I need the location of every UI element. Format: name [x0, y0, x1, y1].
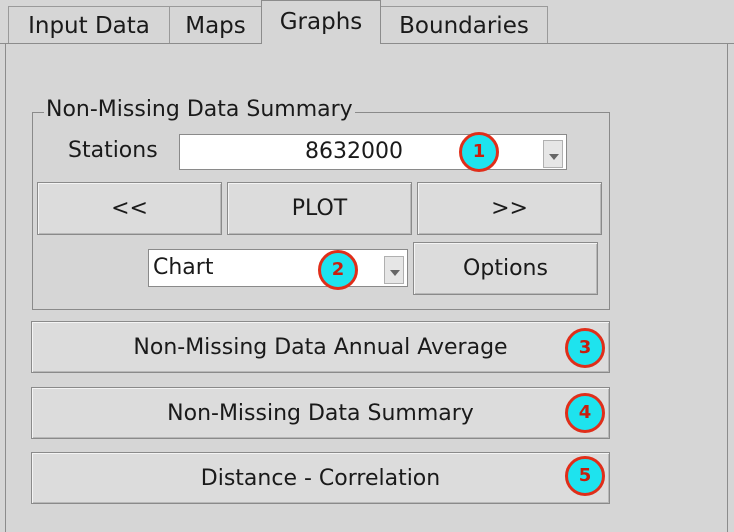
stations-value: 8632000	[305, 139, 403, 164]
tab-maps[interactable]: Maps	[169, 6, 262, 44]
callout-badge-2: 2	[318, 250, 358, 290]
callout-badge-1: 1	[459, 132, 499, 172]
callout-badge-4: 4	[565, 393, 605, 433]
graphs-panel	[5, 44, 728, 532]
group-title: Non-Missing Data Summary	[44, 96, 355, 124]
callout-badge-5: 5	[565, 456, 605, 496]
summary-button[interactable]: Non-Missing Data Summary	[31, 387, 610, 439]
callout-badge-3: 3	[565, 328, 605, 368]
tab-bar: Input Data Maps Graphs Boundaries	[0, 0, 734, 44]
plot-button[interactable]: PLOT	[227, 182, 412, 235]
chevron-down-icon[interactable]	[384, 256, 404, 284]
tab-boundaries[interactable]: Boundaries	[380, 6, 548, 44]
chart-type-value: Chart	[153, 255, 214, 280]
stations-combobox[interactable]: 8632000	[179, 134, 567, 170]
options-button[interactable]: Options	[413, 242, 598, 295]
chart-type-combobox[interactable]: Chart	[148, 249, 408, 287]
tab-input-data[interactable]: Input Data	[8, 6, 170, 44]
distance-correlation-button[interactable]: Distance - Correlation	[31, 452, 610, 504]
tab-graphs[interactable]: Graphs	[261, 0, 381, 44]
stations-label: Stations	[68, 138, 158, 163]
annual-average-button[interactable]: Non-Missing Data Annual Average	[31, 321, 610, 373]
chevron-down-icon[interactable]	[543, 140, 563, 168]
previous-button[interactable]: <<	[37, 182, 222, 235]
next-button[interactable]: >>	[417, 182, 602, 235]
